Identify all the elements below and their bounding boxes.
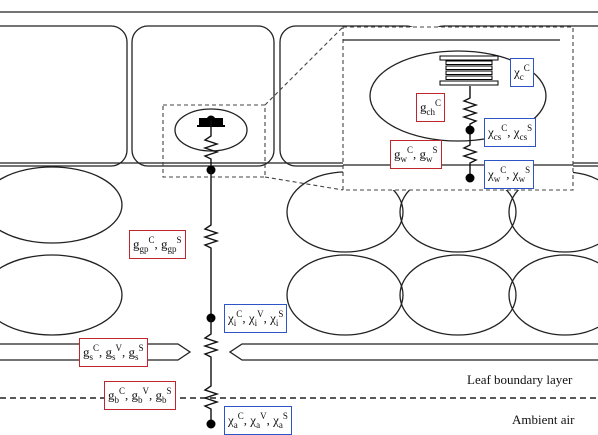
spongy-cell <box>0 166 123 244</box>
ambient-air-label: Ambient air <box>512 412 575 427</box>
pathway-wire-upper <box>202 120 220 170</box>
inset-wire <box>461 86 479 178</box>
g-b-label: gbC, gbV, gbS <box>104 381 176 410</box>
chi-cs-label: χcsC, χcsS <box>484 118 537 147</box>
inset-box <box>342 26 574 191</box>
zoom-line-bottom <box>264 176 344 191</box>
pathway-node <box>206 419 216 429</box>
thylakoid-stack <box>439 55 499 86</box>
spongy-cell <box>286 254 404 336</box>
palisade-cell-2 <box>131 25 275 167</box>
chi-i-label: χiC, χiV, χiS <box>224 304 288 333</box>
chloroplast-large <box>369 50 547 142</box>
chi-a-label: χaC, χaV, χaS <box>224 406 292 435</box>
chi-c-label: χcC <box>510 58 534 87</box>
leaf-boundary-layer-label: Leaf boundary layer <box>467 372 573 387</box>
g-w-label: gwC, gwS <box>390 140 442 169</box>
chi-w-label: χwC, χwS <box>484 160 535 189</box>
lower-epidermis-right <box>228 343 598 361</box>
pathway-wire-stomata <box>202 318 220 424</box>
spongy-cell <box>508 254 598 336</box>
spongy-cell <box>0 254 123 336</box>
pathway-wire-gp <box>202 170 220 318</box>
inset-node <box>465 173 475 183</box>
g-gp-label: ggpC, ggpS <box>129 230 186 259</box>
inset-node <box>465 125 475 135</box>
zoom-region-box <box>162 104 266 178</box>
g-ch-label: gchC <box>416 93 446 122</box>
spongy-cell <box>399 254 517 336</box>
g-s-label: gsC, gsV, gsS <box>79 338 148 367</box>
chloroplast-small <box>174 108 248 152</box>
zoom-line-top <box>264 26 344 106</box>
palisade-cell-1 <box>0 25 128 167</box>
